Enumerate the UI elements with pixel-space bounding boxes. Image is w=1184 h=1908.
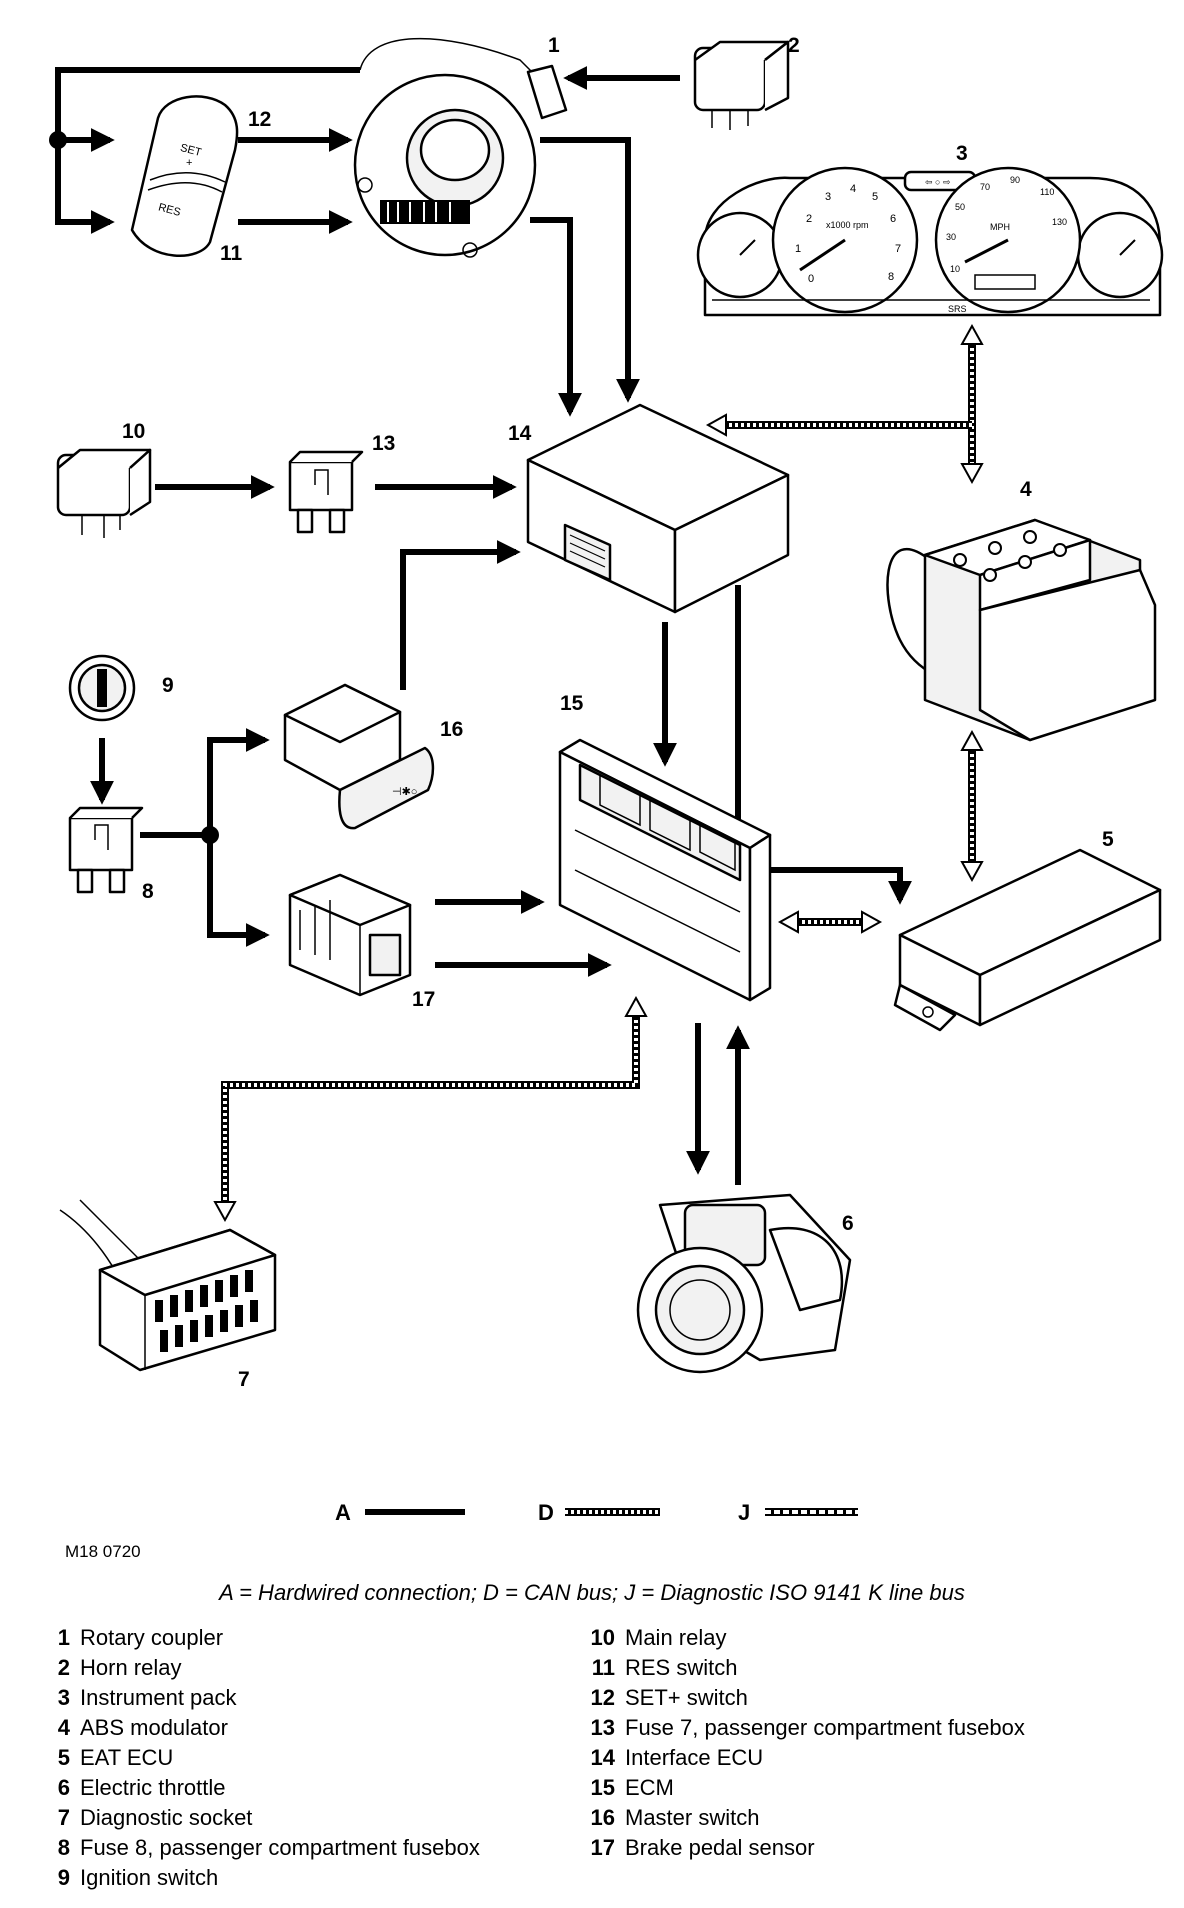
label-3: 3 <box>956 142 968 165</box>
label-15: 15 <box>560 692 584 715</box>
electric-throttle <box>636 1193 852 1374</box>
svg-text:0: 0 <box>808 273 814 285</box>
svg-text:90: 90 <box>1010 175 1020 185</box>
legend: A D J <box>300 1500 900 1530</box>
svg-text:3: 3 <box>825 191 831 203</box>
ecm <box>558 738 772 1002</box>
label-13: 13 <box>372 432 395 455</box>
label-10: 10 <box>122 420 145 443</box>
can-bus-connections <box>705 323 984 934</box>
label-1: 1 <box>548 34 560 57</box>
svg-text:RES: RES <box>157 201 182 218</box>
label-4: 4 <box>1020 478 1032 501</box>
label-9: 9 <box>162 674 174 697</box>
svg-text:5: 5 <box>872 191 878 203</box>
svg-text:1: 1 <box>795 243 801 255</box>
ignition-switch <box>68 654 136 722</box>
svg-text:4: 4 <box>850 183 856 195</box>
label-17: 17 <box>412 988 435 1011</box>
svg-text:7: 7 <box>895 243 901 255</box>
interface-ecu <box>526 403 790 614</box>
svg-text:SET: SET <box>179 142 203 159</box>
figure-reference: M18 0720 <box>65 1542 141 1561</box>
diagnostic-socket <box>59 1199 277 1372</box>
label-11: 11 <box>220 242 243 265</box>
abs-modulator <box>886 518 1157 742</box>
legend-key-a: A <box>335 1500 351 1525</box>
svg-text:SRS: SRS <box>948 304 967 314</box>
svg-text:70: 70 <box>980 182 990 192</box>
label-2: 2 <box>788 34 800 57</box>
legend-key-j: J <box>738 1500 751 1525</box>
instrument-pack: ⇦ ○ ⇨ 0 1 2 3 4 5 6 7 8 x1000 rpm 10 30 … <box>696 166 1164 317</box>
eat-ecu <box>893 848 1162 1032</box>
fuse-8 <box>68 806 144 894</box>
legend-caption: A = Hardwired connection; D = CAN bus; J… <box>219 1580 965 1605</box>
svg-text:50: 50 <box>955 202 965 212</box>
label-14: 14 <box>508 422 532 445</box>
label-6: 6 <box>842 1212 854 1235</box>
set-res-switch: SET + RES <box>130 95 239 257</box>
label-7: 7 <box>238 1368 250 1391</box>
hardwired-connections <box>49 66 912 1185</box>
svg-text:110: 110 <box>1040 187 1054 197</box>
svg-text:30: 30 <box>946 232 956 242</box>
brake-pedal-sensor <box>288 873 412 997</box>
legend-key-d: D <box>538 1500 554 1525</box>
k-line-bus-connection <box>213 995 648 1223</box>
master-switch: ⊣✱○ <box>283 683 435 830</box>
svg-text:10: 10 <box>950 264 960 274</box>
fuse-7 <box>288 450 364 534</box>
svg-text:8: 8 <box>888 271 894 283</box>
label-5: 5 <box>1102 828 1114 851</box>
svg-text:x1000 rpm: x1000 rpm <box>826 220 869 230</box>
svg-text:⇦ ○ ⇨: ⇦ ○ ⇨ <box>925 177 951 187</box>
svg-text:2: 2 <box>806 213 812 225</box>
label-12: 12 <box>248 108 271 131</box>
main-relay <box>56 448 152 538</box>
svg-text:+: + <box>186 157 192 169</box>
svg-text:⊣✱○: ⊣✱○ <box>392 786 417 798</box>
label-8: 8 <box>142 880 154 903</box>
rotary-coupler <box>353 37 568 258</box>
horn-relay <box>693 40 790 130</box>
label-16: 16 <box>440 718 463 741</box>
svg-text:6: 6 <box>890 213 896 225</box>
svg-text:130: 130 <box>1052 217 1067 227</box>
svg-text:MPH: MPH <box>990 222 1010 232</box>
component-labels: 1 2 3 4 5 6 7 8 9 10 11 12 13 14 15 16 1… <box>122 34 1114 1391</box>
